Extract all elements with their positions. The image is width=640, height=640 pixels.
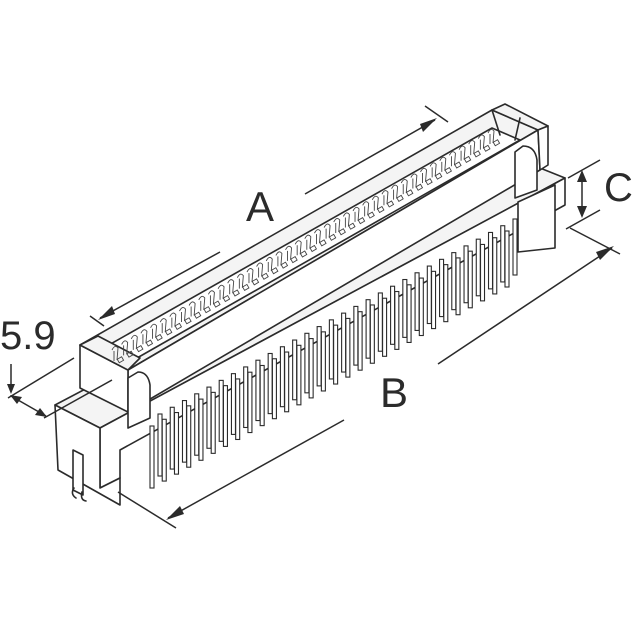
dimension-A [89,105,449,327]
upper-housing [79,103,549,429]
label-B: B [380,369,409,416]
dimension-C [565,159,601,230]
dimension-B [117,227,621,529]
contact-row [111,128,501,364]
label-A: A [246,183,275,230]
label-5.9: 5.9 [0,314,56,358]
label-C: C [604,166,633,210]
dimension-5.9 [7,357,113,419]
pin-row [149,218,518,489]
